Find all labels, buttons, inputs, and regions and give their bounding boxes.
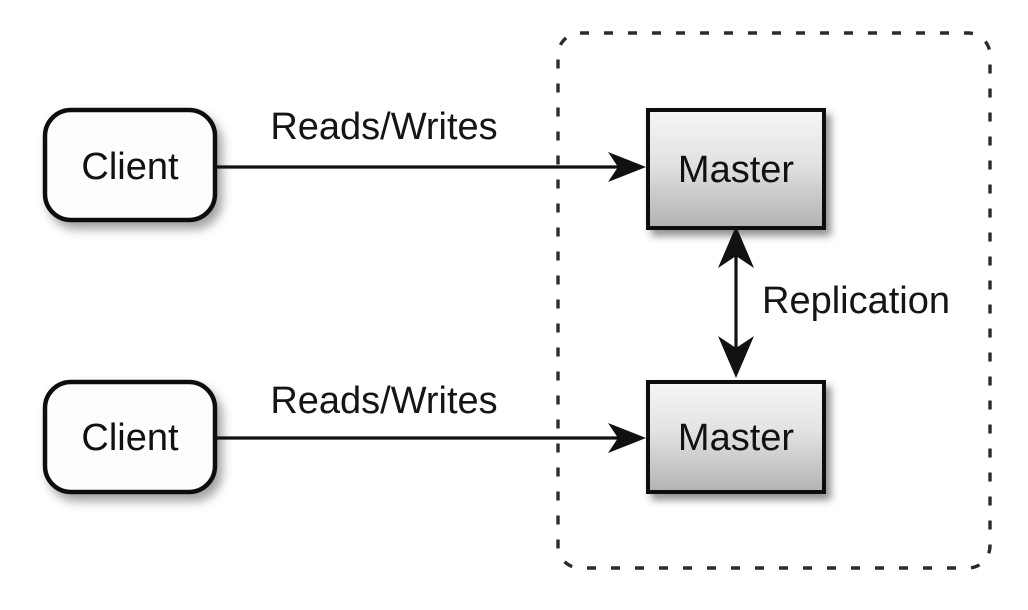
edge-reads-writes-bottom-label: Reads/Writes [270, 380, 497, 422]
client-top-shape [42, 107, 218, 223]
edge-replication-label: Replication [762, 280, 950, 322]
edge-reads-writes-top [215, 152, 646, 182]
node-client-bottom[interactable]: Client [42, 379, 218, 495]
client-top-label: Client [81, 146, 179, 188]
edge-reads-writes-bottom-arrowhead [608, 423, 646, 453]
edge-reads-writes-bottom [215, 423, 646, 453]
replication-cluster-boundary [556, 31, 992, 570]
edge-replication-arrowhead-up [718, 226, 754, 268]
edge-reads-writes-top-arrowhead [608, 152, 646, 182]
node-master-bottom[interactable]: Master [646, 380, 826, 494]
master-bottom-shape [646, 380, 826, 494]
master-bottom-label: Master [678, 417, 794, 459]
node-client-top[interactable]: Client [42, 107, 218, 223]
client-bottom-label: Client [81, 417, 179, 459]
edge-reads-writes-top-label: Reads/Writes [270, 106, 497, 148]
edge-replication-arrowhead-down [718, 336, 754, 378]
edge-replication [718, 226, 754, 378]
master-top-label: Master [678, 149, 794, 191]
node-master-top[interactable]: Master [646, 108, 826, 230]
